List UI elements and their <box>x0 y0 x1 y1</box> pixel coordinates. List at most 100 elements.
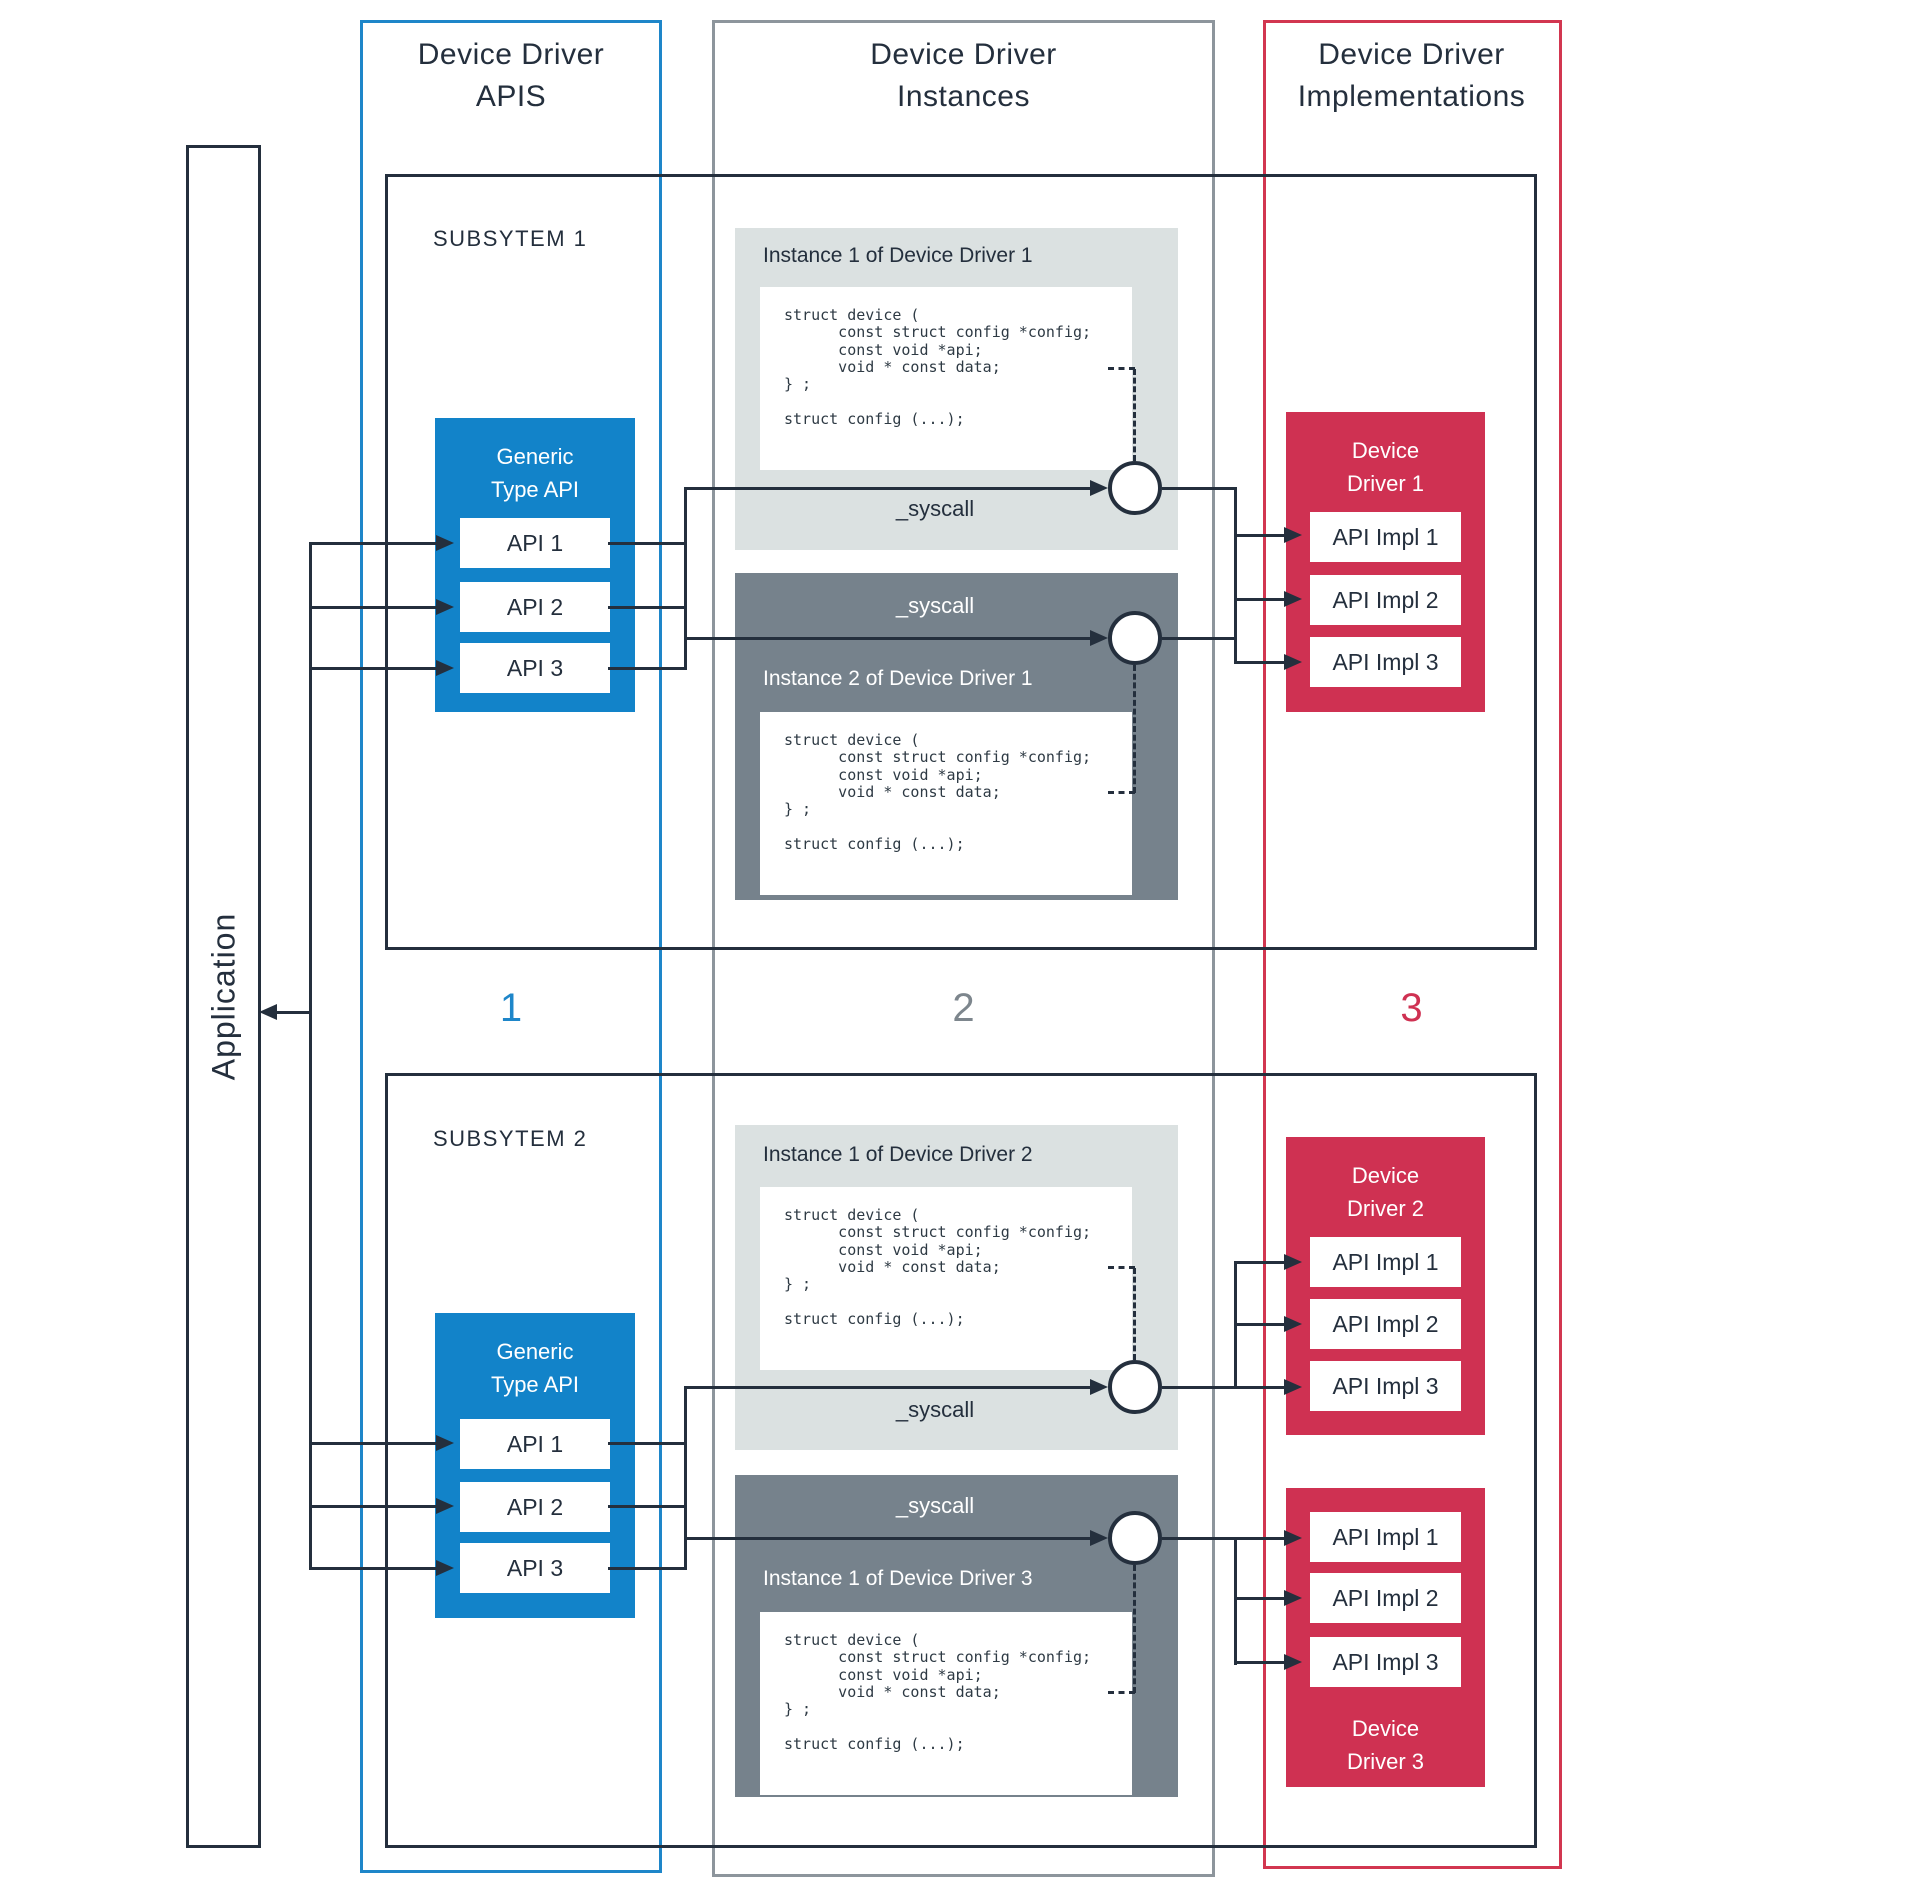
api3-s1-in-line <box>309 667 436 670</box>
api-3-box-s2: API 3 <box>460 1543 610 1593</box>
d1-api-impl-1-box: API Impl 1 <box>1310 512 1461 562</box>
app-arrow-line <box>275 1011 310 1014</box>
instance-1-driver-1-box: Instance 1 of Device Driver 1 struct dev… <box>735 228 1178 550</box>
d3-impl1-arrow <box>1284 1530 1302 1546</box>
api-1-box-s2: API 1 <box>460 1419 610 1469</box>
impl-bus-d3 <box>1234 1537 1237 1665</box>
syscall1-arrow-s1 <box>1090 480 1108 496</box>
syscall-bus-s2 <box>684 1386 687 1570</box>
column-number-1: 1 <box>499 986 523 1030</box>
device-driver-3-title: Device Driver 3 <box>1346 1716 1424 1774</box>
instance-1-driver-3-syscall-label: _syscall <box>895 1493 975 1518</box>
syscall2-arrow-s1 <box>1090 630 1108 646</box>
generic-api-title-2: Generic Type API <box>490 1339 580 1397</box>
syscall2-line-s1 <box>684 637 1092 640</box>
syscall1-line-s2 <box>684 1386 1092 1389</box>
subsystem2-label: SUBSYTEM 2 <box>433 1126 588 1151</box>
syscall-circle-1 <box>1108 461 1162 515</box>
d1-impl3-arrow <box>1284 654 1302 670</box>
d3-api-impl-2-box: API Impl 2 <box>1310 1573 1461 1623</box>
d2-impl1-arrow <box>1284 1254 1302 1270</box>
api2-s2-in-line <box>309 1505 436 1508</box>
implementations-column-frame <box>1263 20 1562 1869</box>
application-bus-line <box>309 542 312 1570</box>
api1-s2-in-line <box>309 1442 436 1445</box>
circle1-out-line <box>1162 487 1237 490</box>
d2-api-impl-3-box: API Impl 3 <box>1310 1361 1461 1411</box>
d3-api-impl-3-box: API Impl 3 <box>1310 1637 1461 1687</box>
subsystem1-box <box>385 174 1537 950</box>
d2-api-impl-1-box: API Impl 1 <box>1310 1237 1461 1287</box>
d3-impl2-arrow <box>1284 1590 1302 1606</box>
api2-s1-in-arrow <box>436 599 454 615</box>
instance-2-driver-1-title: Instance 2 of Device Driver 1 <box>763 667 1033 690</box>
impl-bus-d1 <box>1234 487 1237 664</box>
d1-impl2-arrow <box>1284 591 1302 607</box>
device-driver-1-box: Device Driver 1 API Impl 1 API Impl 2 AP… <box>1286 412 1485 712</box>
d1-impl1-arrow <box>1284 527 1302 543</box>
syscall-circle-4 <box>1108 1511 1162 1565</box>
dash-v-instance4 <box>1133 1565 1136 1693</box>
circle3-out-line <box>1162 1386 1288 1389</box>
instance-1-driver-2-syscall-label: _syscall <box>895 1397 975 1422</box>
instance-1-driver-3-box: _syscall Instance 1 of Device Driver 3 s… <box>735 1475 1178 1797</box>
api1-s1-out-line <box>608 542 687 545</box>
instance-1-driver-2-code: struct device ( const struct config *con… <box>760 1187 1132 1370</box>
device-driver-2-box: Device Driver 2 API Impl 1 API Impl 2 AP… <box>1286 1137 1485 1435</box>
instance-1-driver-2-box: Instance 1 of Device Driver 2 struct dev… <box>735 1125 1178 1450</box>
d2-impl3-arrow <box>1284 1379 1302 1395</box>
dash-h-instance4 <box>1108 1691 1135 1694</box>
column-number-3: 3 <box>1400 986 1423 1030</box>
d3-impl3-line <box>1234 1661 1286 1664</box>
device-driver-3-box: API Impl 1 API Impl 2 API Impl 3 Device … <box>1286 1488 1485 1787</box>
column-number-2: 2 <box>952 986 975 1030</box>
syscall-bus-s1 <box>684 487 687 670</box>
d3-impl2-line <box>1234 1597 1286 1600</box>
circle2-out-line <box>1162 637 1237 640</box>
instance-2-driver-1-syscall-label: _syscall <box>895 593 975 618</box>
d1-impl3-line <box>1234 661 1286 664</box>
api1-s2-in-arrow <box>436 1435 454 1451</box>
api3-s1-out-line <box>608 667 687 670</box>
api1-s1-in-line <box>309 542 436 545</box>
syscall1-line-s1 <box>684 487 1092 490</box>
dash-v-instance1 <box>1133 369 1136 461</box>
api1-s2-out-line <box>608 1442 687 1445</box>
d3-impl3-arrow <box>1284 1654 1302 1670</box>
d2-impl1-line <box>1234 1261 1286 1264</box>
subsystem1-label: SUBSYTEM 1 <box>433 226 588 251</box>
api2-s1-out-line <box>608 606 687 609</box>
apis-column-frame <box>360 20 662 1873</box>
instance-1-driver-1-syscall-label: _syscall <box>895 496 975 521</box>
application-box <box>186 145 261 1848</box>
dash-v-instance3 <box>1133 1268 1136 1360</box>
d1-impl2-line <box>1234 598 1286 601</box>
dash-v-instance2 <box>1133 665 1136 793</box>
dash-h-instance1 <box>1108 367 1135 370</box>
instance-1-driver-3-title: Instance 1 of Device Driver 3 <box>763 1567 1033 1590</box>
instance-1-driver-3-code: struct device ( const struct config *con… <box>760 1612 1132 1795</box>
d1-impl1-line <box>1234 534 1286 537</box>
api3-s1-in-arrow <box>436 660 454 676</box>
syscall2-line-s2 <box>684 1537 1092 1540</box>
instances-column-title: Device Driver Instances <box>870 38 1057 113</box>
api1-s1-in-arrow <box>436 535 454 551</box>
device-driver-1-title: Device Driver 1 <box>1346 438 1424 496</box>
generic-api-title-1: Generic Type API <box>490 444 580 502</box>
generic-api-box-2: Generic Type API API 1 API 2 API 3 <box>435 1313 635 1618</box>
implementations-column-title: Device Driver Implementations <box>1297 38 1526 113</box>
api-3-box-s1: API 3 <box>460 643 610 693</box>
instance-1-driver-1-code: struct device ( const struct config *con… <box>760 287 1132 470</box>
generic-api-box-1: Generic Type API API 1 API 2 API 3 <box>435 418 635 712</box>
apis-column-title: Device Driver APIS <box>417 38 605 113</box>
dash-h-instance2 <box>1108 791 1135 794</box>
d1-api-impl-2-box: API Impl 2 <box>1310 575 1461 625</box>
api3-s2-out-line <box>608 1567 687 1570</box>
api2-s1-in-line <box>309 606 436 609</box>
api-2-box-s2: API 2 <box>460 1482 610 1532</box>
api2-s2-in-arrow <box>436 1498 454 1514</box>
subsystem2-box <box>385 1073 1537 1848</box>
api3-s2-in-line <box>309 1567 436 1570</box>
api3-s2-in-arrow <box>436 1560 454 1576</box>
instance-1-driver-2-title: Instance 1 of Device Driver 2 <box>763 1143 1033 1166</box>
